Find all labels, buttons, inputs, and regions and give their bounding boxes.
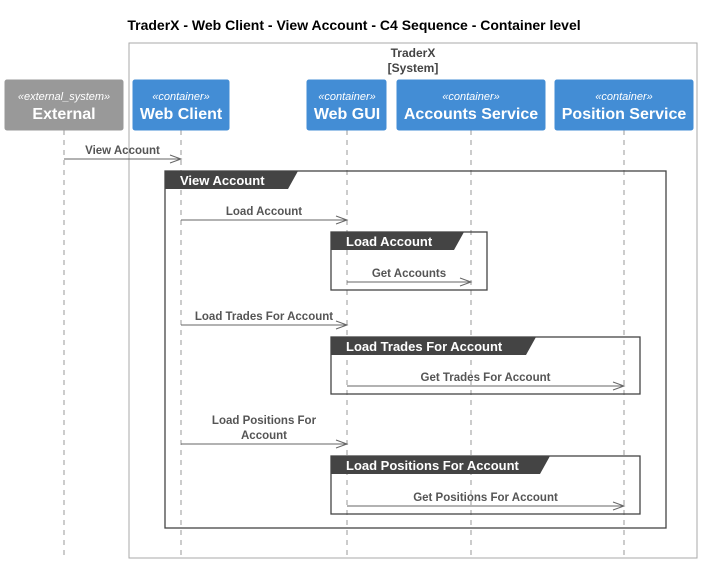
participant-box <box>396 79 546 131</box>
group-border <box>164 170 667 529</box>
participant-accounts[interactable]: «container» Accounts Service <box>396 79 546 131</box>
lifelines <box>63 130 625 555</box>
participant-stereotype: «container» <box>442 91 500 103</box>
arrow-head-icon <box>169 154 183 164</box>
participant-webclient[interactable]: «container» Web Client <box>132 79 230 131</box>
participant-name: Accounts Service <box>404 106 538 123</box>
group-label: Load Trades For Account <box>346 339 503 354</box>
group-header <box>331 337 536 355</box>
system-boundary-type: [System] <box>388 61 439 75</box>
arrow-head-icon <box>612 381 626 391</box>
group-header <box>331 232 464 250</box>
message-arrow: View Account <box>64 145 183 164</box>
arrow-head-icon <box>612 501 626 511</box>
message-arrow: Get Positions For Account <box>347 492 626 511</box>
message-arrow: Get Accounts <box>347 268 473 287</box>
system-boundary-name: TraderX <box>391 46 436 60</box>
arrow-head-icon <box>335 439 349 449</box>
participant-box <box>4 79 124 131</box>
message-arrow: Load Account <box>181 206 349 225</box>
message-label: Account <box>241 430 287 442</box>
participant-stereotype: «container» <box>595 91 653 103</box>
diagram-title: TraderX - Web Client - View Account - C4… <box>127 17 580 33</box>
group-frame: Load Positions For Account <box>330 455 641 515</box>
message-label: Get Positions For Account <box>413 492 558 504</box>
participant-name: Web GUI <box>314 106 380 123</box>
message-arrow: Load Trades For Account <box>181 311 349 330</box>
group-label: Load Account <box>346 234 433 249</box>
participant-box <box>132 79 230 131</box>
participants: «external_system» External «container» Web … <box>4 79 694 131</box>
group-label: Load Positions For Account <box>346 458 520 473</box>
arrow-head-icon <box>459 277 473 287</box>
message-label: Get Trades For Account <box>421 372 551 384</box>
message-arrow: Get Trades For Account <box>347 372 626 391</box>
participant-name: Position Service <box>562 106 687 123</box>
participant-stereotype: «external_system» <box>18 91 110 103</box>
participant-stereotype: «container» <box>318 91 376 103</box>
system-boundary-frame <box>128 42 698 559</box>
participant-stereotype: «container» <box>152 91 210 103</box>
group-frame: View Account <box>164 170 667 529</box>
group-label: View Account <box>180 173 265 188</box>
arrow-head-icon <box>335 215 349 225</box>
message-label: Load Trades For Account <box>195 311 333 323</box>
group-header <box>331 456 550 474</box>
group-header <box>165 171 298 189</box>
system-boundary: TraderX [System] <box>128 42 698 559</box>
participant-positions[interactable]: «container» Position Service <box>554 79 694 131</box>
participant-name: External <box>32 106 95 123</box>
participant-name: Web Client <box>140 106 223 123</box>
group-frame: Load Trades For Account <box>330 336 641 395</box>
participant-box <box>554 79 694 131</box>
group-frame: Load Account <box>330 231 488 291</box>
message-label: Load Account <box>226 206 302 218</box>
participant-external[interactable]: «external_system» External <box>4 79 124 131</box>
message-label: Get Accounts <box>372 268 446 280</box>
participant-box <box>306 79 387 131</box>
message-label: View Account <box>85 145 160 157</box>
participant-webgui[interactable]: «container» Web GUI <box>306 79 387 131</box>
message-label: Load Positions For <box>212 415 317 427</box>
arrow-head-icon <box>335 320 349 330</box>
